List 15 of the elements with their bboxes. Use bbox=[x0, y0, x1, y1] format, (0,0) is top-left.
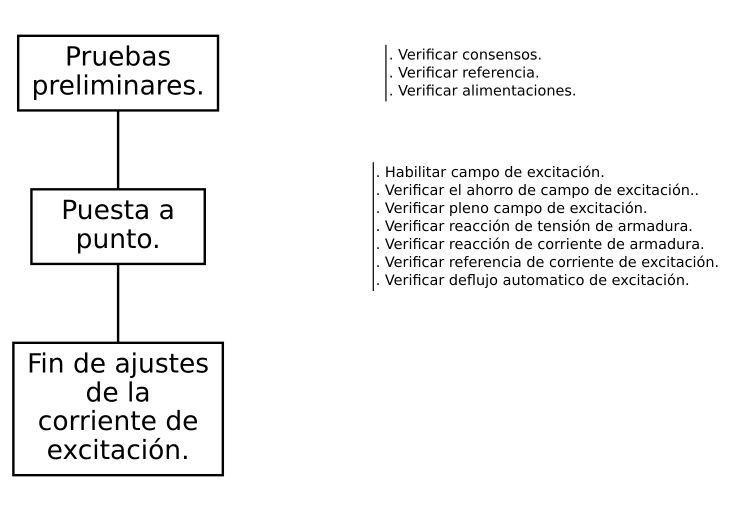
node-box: Puesta a punto. bbox=[30, 188, 206, 265]
node-box: Pruebas preliminares. bbox=[16, 34, 220, 112]
node-label: . Habilitar campo de excitación. bbox=[376, 164, 605, 180]
node-label: . Verificar alimentaciones. bbox=[388, 83, 577, 100]
node-label: . Verificar reacción de tensión de armadura. bbox=[376, 218, 693, 234]
connector bbox=[116, 264, 120, 342]
node-label: . Verificar referencia de corriente de excitación. bbox=[376, 254, 720, 271]
node-label: . Verificar pleno campo de excitación. bbox=[376, 200, 648, 216]
node-label: . Verificar referencia. bbox=[388, 64, 540, 81]
node-label: . Verificar el ahorro de campo de excitación.. bbox=[376, 182, 700, 198]
node-label: . Verificar consensos. bbox=[388, 46, 542, 63]
node-box: Fin de ajustes de la corriente de excitación. bbox=[12, 341, 224, 476]
node-label: . Verificar reacción de corriente de armadura. bbox=[376, 236, 705, 252]
connector bbox=[116, 110, 120, 188]
node-label: . Verificar deflujo automatico de excitación. bbox=[376, 272, 690, 289]
